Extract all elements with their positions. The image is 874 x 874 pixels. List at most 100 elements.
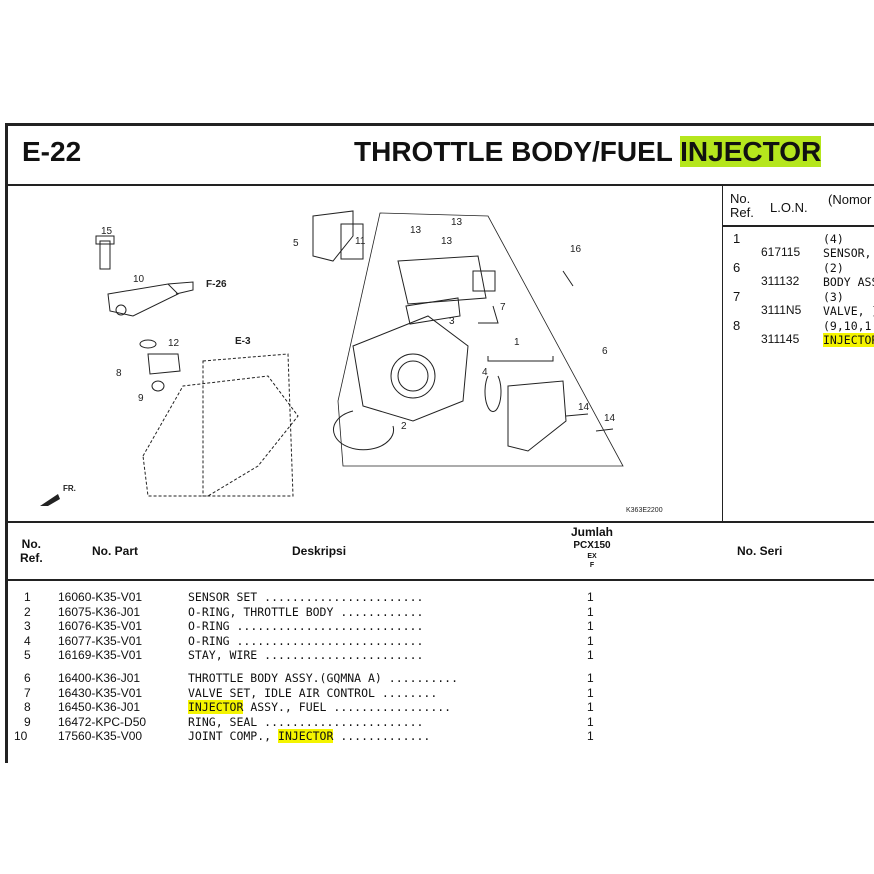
model-label: PCX150 xyxy=(573,540,611,551)
row-ref: 4 xyxy=(24,633,31,648)
callout-2: 2 xyxy=(401,421,407,432)
row-part-number: 16169-K35-V01 xyxy=(58,648,143,663)
desc-prefix: JOINT COMP., xyxy=(188,729,279,744)
row-quantity: 1 xyxy=(587,714,594,729)
side-lon: 311145 xyxy=(761,332,800,346)
side-desc: VALVE, ] xyxy=(823,304,874,318)
table-row: 10 17560-K35-V00 JOINT COMP., INJECTOR .… xyxy=(0,729,620,744)
row-quantity: 1 xyxy=(587,590,594,604)
side-ref-header: No.Ref. xyxy=(730,192,754,220)
divider xyxy=(5,184,874,186)
callout-11: 11 xyxy=(355,236,366,247)
callout-12: 12 xyxy=(168,338,180,349)
divider xyxy=(723,225,874,227)
callout-lines xyxy=(337,212,624,467)
divider xyxy=(5,521,874,523)
row-description: VALVE SET, IDLE AIR CONTROL ........ xyxy=(188,686,437,700)
qty-label: Jumlah xyxy=(570,525,613,539)
page-code: E-22 xyxy=(22,136,82,167)
row-part-number: 16060-K35-V01 xyxy=(58,590,143,604)
row-ref: 3 xyxy=(24,619,31,634)
desc-leader-dots: ............ xyxy=(333,604,424,619)
row-description: THROTTLE BODY ASSY.(GQMNA A) .......... xyxy=(188,671,458,685)
desc-text: RING, SEAL xyxy=(188,714,258,729)
row-ref: 5 xyxy=(24,648,31,663)
desc-text: STAY, WIRE xyxy=(188,648,258,663)
desc-leader-dots: ................. xyxy=(326,700,452,715)
type-label: EX xyxy=(587,553,597,560)
exploded-parts-diagram: 15 10 F-26 12 8 9 E-3 FR. 5 11 13 13 13 … xyxy=(40,210,663,514)
desc-leader-dots: ........................... xyxy=(229,633,424,648)
row-quantity: 1 xyxy=(587,685,594,700)
row-ref: 6 xyxy=(24,671,31,685)
table-row: 1 16060-K35-V01 SENSOR SET .............… xyxy=(0,590,620,605)
side-lon: 617115 xyxy=(761,245,801,259)
callout-14: 14 xyxy=(578,402,590,413)
callout-9: 9 xyxy=(138,393,144,404)
serial-header: No. Seri xyxy=(737,544,783,558)
table-row: 5 16169-K35-V01 STAY, WIRE .............… xyxy=(0,648,620,663)
desc-leader-dots: ............. xyxy=(333,729,431,744)
title-highlight: INJECTOR xyxy=(680,136,822,167)
divider xyxy=(5,579,874,581)
table-row: 8 16450-K36-J01 INJECTOR ASSY., FUEL ...… xyxy=(0,700,620,715)
desc-text: ASSY., FUEL xyxy=(243,700,327,715)
callout-5: 5 xyxy=(293,238,299,249)
side-lon: 311132 xyxy=(761,274,800,288)
row-quantity: 1 xyxy=(587,700,594,715)
callout-e3: E-3 xyxy=(235,336,251,347)
callout-7: 7 xyxy=(500,302,506,313)
part-header: No. Part xyxy=(92,544,139,558)
desc-leader-dots: ....................... xyxy=(257,714,424,729)
row-ref: 9 xyxy=(24,714,31,729)
front-arrow-icon xyxy=(40,494,60,506)
desc-text: VALVE SET, IDLE AIR CONTROL xyxy=(188,685,375,700)
callout-f26: F-26 xyxy=(206,279,227,290)
callout-16: 16 xyxy=(570,244,582,255)
desc-highlight: INJECTOR xyxy=(278,729,334,744)
desc-leader-dots: .......... xyxy=(381,671,459,685)
row-part-number: 16472-KPC-D50 xyxy=(58,714,147,729)
callout-13: 13 xyxy=(441,236,453,247)
desc-text: THROTTLE BODY ASSY.(GQMNA A) xyxy=(188,671,382,685)
row-description: INJECTOR ASSY., FUEL ................. xyxy=(188,700,452,715)
side-desc: BODY ASS xyxy=(823,275,874,289)
row-ref: 2 xyxy=(24,604,31,619)
callout-10: 10 xyxy=(133,274,145,285)
side-ref: 8 xyxy=(733,318,741,333)
side-count: (2) xyxy=(823,261,844,275)
desc-leader-dots: ........ xyxy=(374,685,438,700)
page-frame xyxy=(5,123,874,763)
type-label: F xyxy=(589,562,595,569)
row-ref: 10 xyxy=(14,729,28,744)
row-ref: 7 xyxy=(24,685,31,700)
side-count: (4) xyxy=(823,232,844,246)
row-part-number: 16076-K35-V01 xyxy=(58,619,143,634)
ref-header-line: No. xyxy=(21,537,41,551)
desc-text: O-RING, THROTTLE BODY xyxy=(188,604,334,619)
desc-leader-dots: ....................... xyxy=(257,648,424,663)
table-row: 4 16077-K35-V01 O-RING .................… xyxy=(0,634,620,649)
row-quantity: 1 xyxy=(587,729,594,744)
callout-3: 3 xyxy=(449,316,455,327)
row-description: O-RING ........................... xyxy=(188,619,423,633)
row-part-number: 16077-K35-V01 xyxy=(58,633,143,648)
table-row: 2 16075-K36-J01 O-RING, THROTTLE BODY ..… xyxy=(0,605,620,620)
row-part-number: 16450-K36-J01 xyxy=(58,700,141,715)
side-desc: SENSOR, xyxy=(823,246,872,260)
row-part-number: 16430-K35-V01 xyxy=(58,685,143,700)
intake-manifold-drawing xyxy=(142,353,299,497)
desc-leader-dots: ....................... xyxy=(257,590,424,604)
side-ref: 1 xyxy=(733,231,741,246)
row-quantity: 1 xyxy=(587,604,594,619)
figure-code: K363E2200 xyxy=(626,507,663,514)
side-count: (3) xyxy=(823,290,844,304)
callout-15: 15 xyxy=(101,226,113,237)
callout-fr: FR. xyxy=(63,484,76,493)
side-lon-header: L.O.N. xyxy=(770,200,808,215)
desc-highlight: INJECTOR xyxy=(188,700,244,715)
desc-text: O-RING xyxy=(188,633,230,648)
table-row: 3 16076-K35-V01 O-RING .................… xyxy=(0,619,620,634)
callout-8: 8 xyxy=(116,368,122,379)
row-description: SENSOR SET ....................... xyxy=(188,590,423,604)
